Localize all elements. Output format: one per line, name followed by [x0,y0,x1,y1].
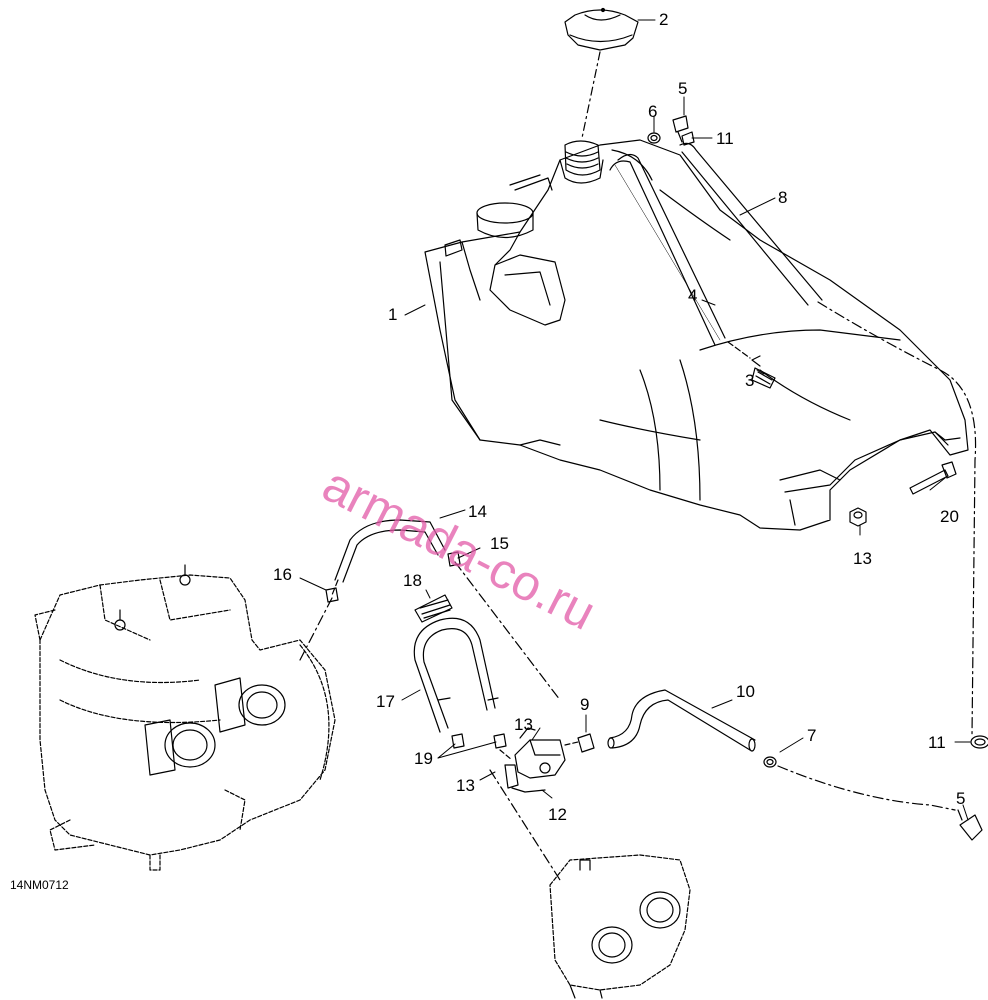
callout-3: 3 [745,371,755,390]
callout-5-right: 5 [956,789,966,808]
hose-14 [334,519,446,583]
callout-13-pump: 13 [514,715,533,734]
callout-16: 16 [273,565,292,584]
callout-1: 1 [388,305,398,324]
fitting-15 [447,551,461,567]
fitting-19 [451,733,507,749]
nut [849,507,867,527]
clamp-7 [763,756,777,768]
callout-14: 14 [468,502,487,521]
clamp-11-top [681,131,695,146]
fitting-16 [325,587,339,603]
hose-17 [413,617,499,733]
fuel-tank [424,139,969,531]
callout-20: 20 [940,507,959,526]
vent-hose [609,153,726,346]
callout-15: 15 [490,534,509,553]
engine [34,574,336,871]
clamp-9 [577,733,595,753]
callout-18: 18 [403,571,422,590]
fitting-top [672,115,689,143]
fuel-hose-return [679,142,823,306]
fitting-5-right [957,809,983,841]
callout-6: 6 [648,102,658,121]
fuel-pump [504,727,566,793]
callout-7: 7 [807,726,817,745]
callout-13-tank: 13 [853,549,872,568]
callout-13-lower: 13 [456,776,475,795]
callout-11-top: 11 [716,129,734,148]
callout-2: 2 [659,10,669,29]
bolt [909,461,957,495]
callout-17: 17 [376,692,395,711]
sleeve-18 [414,594,453,623]
carburetor [549,854,691,999]
clamp-11-right [970,735,988,749]
callout-9: 9 [580,695,590,714]
callout-11-right: 11 [928,733,946,752]
figure-code: 14NM0712 [10,878,69,892]
callout-4: 4 [688,286,698,305]
clamp-top [647,132,661,144]
engine-intake [114,564,286,776]
leader-lines [299,19,971,821]
callout-12: 12 [548,805,567,824]
callout-8: 8 [778,188,788,207]
callout-19: 19 [414,749,433,768]
check-valve [751,355,776,389]
callout-5-top: 5 [678,79,688,98]
filler-cap [564,7,639,51]
hose-10 [607,689,756,752]
callout-10: 10 [736,682,755,701]
